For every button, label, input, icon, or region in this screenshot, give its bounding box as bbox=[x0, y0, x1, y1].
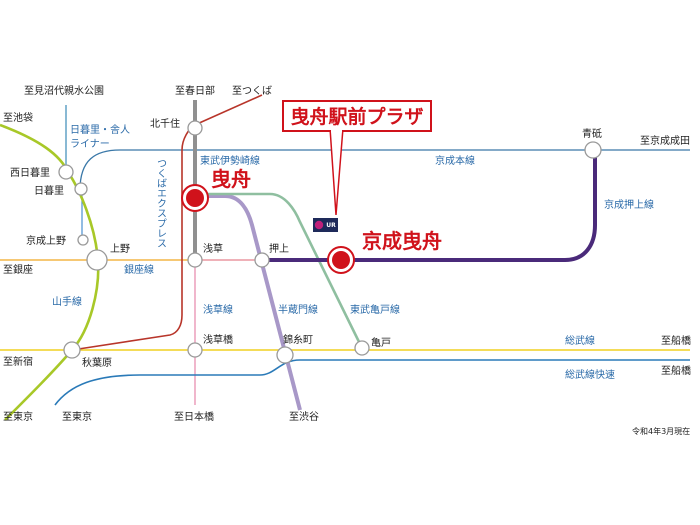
hanzomon-line bbox=[195, 194, 302, 411]
station-marker-kinshicho bbox=[276, 346, 294, 364]
line-label-nippori-toneri-1: 日暮里・舎人 bbox=[70, 123, 130, 136]
station-marker-aoto bbox=[584, 141, 602, 159]
dest-funabashi-2: 至船橋 bbox=[661, 364, 691, 377]
station-label-asakusabashi: 浅草橋 bbox=[203, 333, 233, 346]
line-label-tobu-isesaki: 東武伊勢崎線 bbox=[200, 154, 260, 167]
station-label-kinshicho: 錦糸町 bbox=[283, 333, 313, 346]
ur-logo-text: UR bbox=[326, 222, 336, 229]
station-marker-kitasenju bbox=[187, 120, 203, 136]
station-label-nishi-nippori: 西日暮里 bbox=[10, 166, 50, 179]
line-label-asakusa: 浅草線 bbox=[203, 303, 233, 316]
keisei-oshiage-line bbox=[262, 150, 597, 262]
tobu-kameido-line bbox=[200, 192, 364, 349]
station-label-akihabara: 秋葉原 bbox=[82, 356, 112, 369]
line-label-keisei-oshiage: 京成押上線 bbox=[604, 198, 654, 211]
dest-shinjuku: 至新宿 bbox=[3, 355, 33, 368]
callout-label: 曳舟駅前プラザ bbox=[290, 105, 423, 128]
station-label-oshiage: 押上 bbox=[269, 242, 289, 255]
keisei-main-line bbox=[79, 149, 690, 191]
date-note: 令和4年3月現在 bbox=[632, 426, 690, 436]
line-label-yamanote: 山手線 bbox=[52, 295, 82, 308]
dest-minuma: 至見沼代親水公園 bbox=[24, 84, 104, 97]
line-label-sobu: 総武線 bbox=[565, 334, 595, 347]
callout-box bbox=[282, 100, 432, 132]
station-label-keisei-ueno: 京成上野 bbox=[26, 234, 66, 247]
station-marker-nippori bbox=[74, 182, 88, 196]
dest-tsukuba: 至つくば bbox=[232, 85, 272, 97]
station-label-kameido: 亀戸 bbox=[371, 336, 391, 349]
dest-tokyo-1: 至東京 bbox=[3, 410, 33, 423]
ur-logo-mark bbox=[314, 220, 324, 230]
dest-funabashi-1: 至船橋 bbox=[661, 334, 691, 347]
asakusa-line bbox=[194, 259, 330, 405]
station-label-aoto: 青砥 bbox=[582, 127, 602, 140]
station-label-hikifune: 曳舟 bbox=[211, 167, 251, 191]
station-marker-asakusa bbox=[187, 252, 203, 268]
callout-pointer bbox=[329, 127, 344, 216]
dest-ikebukuro: 至池袋 bbox=[3, 111, 33, 124]
dest-shibuya: 至渋谷 bbox=[289, 410, 319, 423]
station-marker-kameido bbox=[354, 340, 370, 356]
line-label-ginza: 銀座線 bbox=[124, 263, 154, 276]
station-label-nippori: 日暮里 bbox=[34, 184, 64, 197]
station-marker-asakusabashi bbox=[187, 342, 203, 358]
station-marker-akihabara bbox=[63, 341, 81, 359]
line-label-tobu-kameido: 東武亀戸線 bbox=[350, 303, 400, 316]
line-label-hanzomon: 半蔵門線 bbox=[278, 303, 318, 316]
dest-ginza: 至銀座 bbox=[3, 263, 33, 276]
dest-kasukabe: 至春日部 bbox=[175, 84, 215, 97]
station-label-keisei-hikifune: 京成曳舟 bbox=[362, 229, 442, 253]
sobu-rapid-line bbox=[54, 359, 690, 406]
dest-narita: 至京成成田 bbox=[640, 134, 690, 147]
dest-tokyo-2: 至東京 bbox=[62, 410, 92, 423]
dest-nihonbashi: 至日本橋 bbox=[174, 410, 214, 423]
station-marker-ueno bbox=[86, 249, 108, 271]
station-marker-nishi-nippori bbox=[58, 164, 74, 180]
line-label-tsukuba-express: つくばエクスプレス bbox=[155, 158, 167, 248]
line-label-nippori-toneri-2: ライナー bbox=[70, 138, 110, 150]
line-label-keisei-main: 京成本線 bbox=[435, 154, 475, 167]
station-label-kitasenju: 北千住 bbox=[150, 117, 180, 130]
station-label-asakusa: 浅草 bbox=[203, 242, 223, 255]
station-marker-hikifune-core bbox=[186, 189, 204, 207]
line-label-sobu-rapid: 総武線快速 bbox=[565, 368, 615, 381]
station-marker-keisei-ueno bbox=[77, 234, 89, 246]
station-label-ueno: 上野 bbox=[110, 243, 130, 255]
station-marker-oshiage bbox=[254, 252, 270, 268]
station-marker-keisei-hikifune-core bbox=[332, 251, 350, 269]
